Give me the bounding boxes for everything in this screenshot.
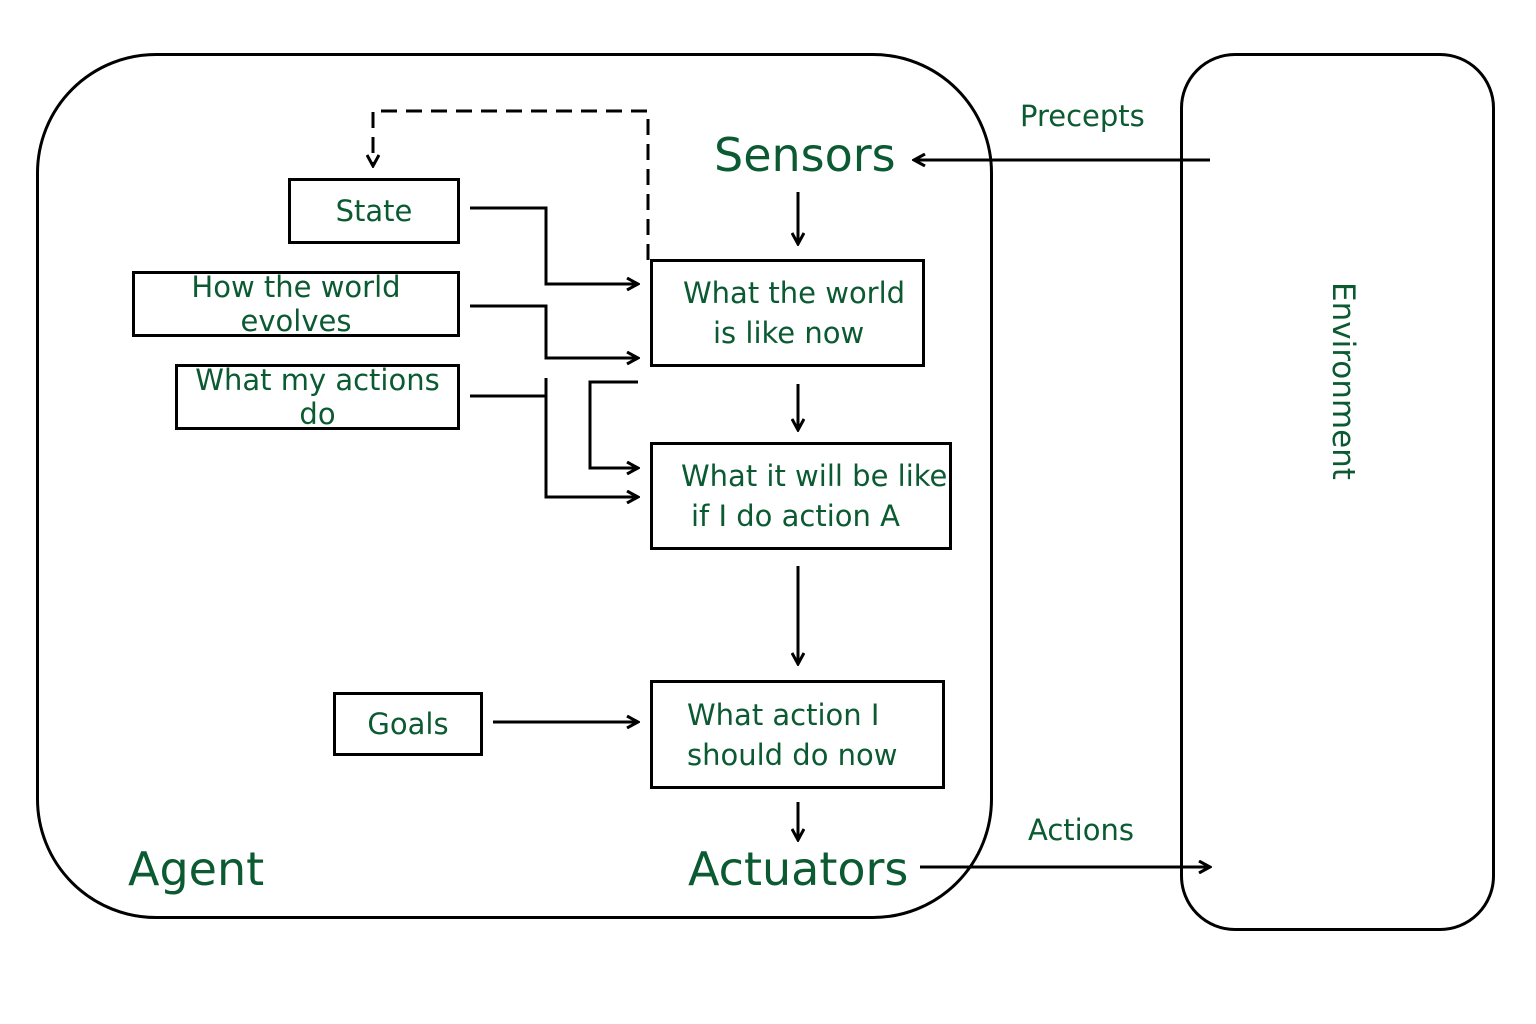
- will-be-line-1: What it will be like: [681, 459, 948, 493]
- state-box: State: [288, 178, 460, 244]
- agent-frame: [36, 53, 993, 919]
- world-now-box: What the world is like now: [650, 259, 925, 367]
- state-arrow: [470, 206, 638, 284]
- world-now-line-2: is like now: [713, 316, 865, 350]
- world-now-line-1: What the world: [683, 276, 906, 310]
- actions-do-arrow: [470, 394, 638, 497]
- action-now-line-1: What action I: [687, 697, 880, 732]
- feedback-dashed-line: [373, 109, 650, 260]
- precepts-label: Precepts: [1020, 99, 1145, 133]
- will-be-box: What it will be like if I do action A: [650, 442, 952, 550]
- evolves-arrow: [470, 304, 638, 358]
- action-now-box: What action I should do now: [650, 680, 945, 789]
- evolves-branch-arrow: [588, 380, 638, 468]
- environment-label: Environment: [1325, 282, 1361, 480]
- environment-frame: [1180, 53, 1495, 931]
- goals-box: Goals: [333, 692, 483, 756]
- world-evolves-label: How the world evolves: [191, 270, 401, 338]
- state-label: State: [335, 194, 413, 228]
- world-evolves-box: How the world evolves: [132, 270, 460, 338]
- actions-do-box: What my actions do: [175, 363, 460, 431]
- action-now-line-2: should do now: [687, 737, 898, 772]
- agent-label: Agent: [128, 842, 265, 896]
- actuators-label: Actuators: [688, 842, 909, 896]
- actions-do-label: What my actions do: [195, 363, 440, 431]
- sensors-label: Sensors: [714, 128, 896, 182]
- will-be-line-2: if I do action A: [691, 499, 900, 533]
- goals-label: Goals: [367, 707, 449, 741]
- actions-label: Actions: [1028, 813, 1134, 847]
